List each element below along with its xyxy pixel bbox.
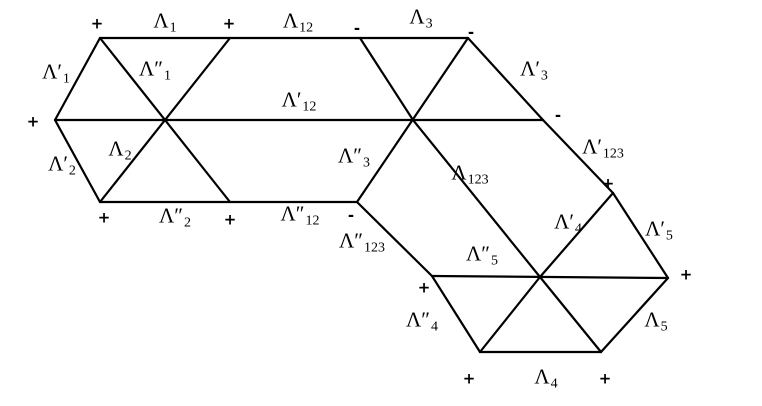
label-subscript: 1 [62,71,70,87]
label-subscript: 12 [305,213,320,229]
edge-lower-horizontal [430,274,670,280]
label-base: Λ″ [406,307,430,332]
edge-diagonal-c3-v9 [478,275,542,354]
vertex-sign-v13: - [554,106,562,125]
label-subscript: 4 [430,319,438,335]
edge-label-lambda-1: Λ1 [153,8,176,35]
vertex-sign-v8: - [347,206,355,225]
label-base: Λ [451,160,467,185]
edge-lambda-prime-1 [53,36,102,122]
edge-lambda-doubleprime-123 [355,200,434,278]
edge-diagonal-v3-c2 [358,36,415,122]
vertex-sign-v12: + [601,174,615,193]
vertex-sign-v9: + [462,369,476,388]
edge-lambda-prime-123 [541,118,615,195]
edge-diagonal-v2-v6 [98,36,232,204]
edge-label-lambda-doubleprime-5: Λ″5 [466,241,498,268]
edge-label-lambda-123: Λ123 [451,160,488,187]
label-base: Λ′ [554,209,574,234]
label-base: Λ′ [42,59,62,84]
edge-label-lambda-3: Λ3 [409,4,432,31]
vertex-sign-v1: + [90,14,104,33]
edge-label-lambda-doubleprime-123: Λ″123 [339,228,385,255]
edge-label-lambda-prime-1: Λ′1 [42,59,70,86]
vertex-sign-v10: + [598,369,612,388]
edge-lambda-doubleprime-4 [430,274,482,354]
label-base: Λ [108,136,124,161]
label-base: Λ [644,307,660,332]
label-subscript: 123 [602,146,624,162]
label-base: Λ′ [48,151,68,176]
label-base: Λ″ [139,56,163,81]
edge-label-lambda-5: Λ5 [644,307,667,334]
label-subscript: 2 [124,148,132,164]
vertex-sign-v6: + [97,208,111,227]
label-subscript: 12 [299,20,314,36]
vertex-sign-v11: + [679,265,693,284]
edge-label-lambda-prime-5: Λ′5 [645,216,673,243]
edge-label-lambda-prime-123: Λ′123 [582,134,624,161]
edge-label-lambda-doubleprime-1: Λ″1 [139,56,171,83]
label-subscript: 1 [163,68,171,84]
label-subscript: 3 [425,16,433,32]
label-base: Λ′ [281,87,302,112]
label-subscript: 123 [363,240,385,256]
edge-lambda-123 [411,118,542,279]
label-subscript: 2 [183,215,191,231]
label-base: Λ [153,8,169,33]
edge-diagonal-c3-v10 [538,275,603,354]
label-subscript: 5 [665,228,673,244]
edge-label-lambda-2: Λ2 [108,136,131,163]
vertex-sign-v5: + [26,112,40,131]
label-subscript: 4 [550,376,558,392]
label-base: Λ [282,8,299,33]
edge-lambda-prime-3 [466,36,545,122]
label-subscript: 1 [169,20,177,36]
label-base: Λ″ [338,143,362,168]
label-subscript: 2 [68,163,76,179]
label-base: Λ′ [520,56,540,81]
label-base: Λ″ [159,203,183,228]
edge-label-lambda-doubleprime-4: Λ″4 [406,307,438,334]
edge-label-lambda-prime-3: Λ′3 [520,56,548,83]
vertex-sign-v3: - [353,19,361,38]
label-subscript: 4 [574,221,582,237]
edge-label-lambda-4: Λ4 [534,364,557,391]
vertex-sign-v2: + [222,14,236,33]
label-base: Λ [534,364,550,389]
label-base: Λ″ [280,201,305,226]
label-subscript: 12 [302,99,317,115]
edge-label-lambda-12: Λ12 [282,8,313,35]
label-base: Λ′ [645,216,665,241]
vertex-sign-v14: + [417,278,431,297]
label-subscript: 123 [467,172,489,188]
edge-label-lambda-doubleprime-3: Λ″3 [338,143,370,170]
vertex-sign-v4: - [467,23,475,42]
label-base: Λ″ [466,241,490,266]
edge-label-lambda-prime-4: Λ′4 [554,209,582,236]
label-subscript: 3 [362,155,370,171]
label-subscript: 3 [540,68,548,84]
edge-lambda-prime-2 [53,118,102,204]
edge-label-lambda-prime-12: Λ′12 [281,87,317,114]
edge-label-lambda-doubleprime-2: Λ″2 [159,203,191,230]
edge-label-lambda-doubleprime-12: Λ″12 [280,201,320,228]
label-subscript: 5 [660,319,668,335]
vertex-sign-v7: + [223,210,237,229]
label-base: Λ′ [582,134,602,159]
edge-lambda-prime-4 [538,191,615,279]
edge-lambda-5 [599,276,670,354]
label-base: Λ [409,4,425,29]
edge-label-lambda-prime-2: Λ′2 [48,151,76,178]
label-subscript: 5 [490,253,498,269]
label-base: Λ″ [339,228,363,253]
edge-lambda-prime-5 [611,191,670,280]
